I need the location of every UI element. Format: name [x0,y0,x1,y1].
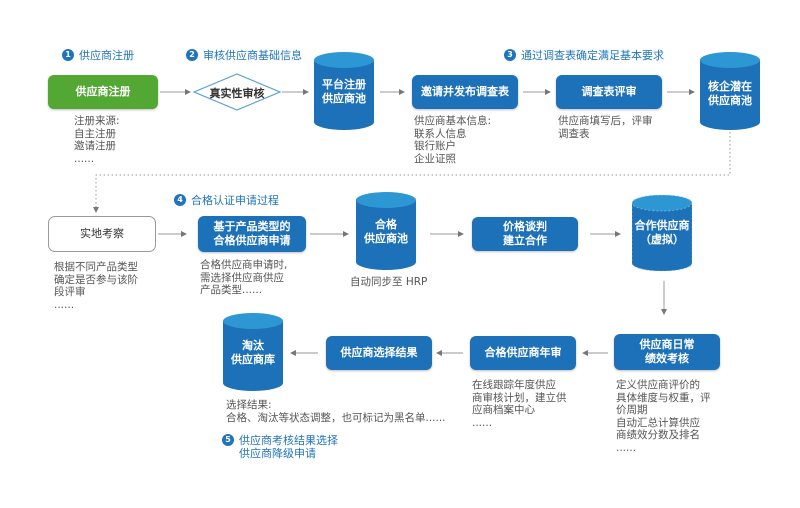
step-title: 供应商注册 [79,49,134,62]
step-title: 审核供应商基础信息 [203,49,302,62]
node-negotiation[interactable]: 价格谈判 建立合作 [472,217,578,251]
node-label: 合格供应商年审 [484,346,562,359]
node-label: 平台注册 供应商池 [322,78,366,105]
cylinder-shape [356,192,416,270]
note-invite-survey: 供应商基本信息: 联系人信息 银行账户 企业证照 [414,115,492,165]
step-4-label: 4 合格认证申请过程 [174,194,279,207]
step-5-label: 5 供应商考核结果选择 供应商降级申请 [222,434,338,460]
node-potential-pool[interactable]: 核企潜在 供应商池 [700,52,760,130]
step-1-label: 1 供应商注册 [62,49,134,62]
step-number-badge: 1 [62,49,74,61]
diamond-shape [192,73,282,111]
cylinder-shape [700,52,760,130]
step-title: 供应商考核结果选择 供应商降级申请 [239,434,338,460]
note-site-visit: 根据不同产品类型 确定是否参与该阶 段评审 ...... [54,261,138,311]
node-cooperative-supplier[interactable]: 合作供应商 （虚拟） [631,194,693,272]
node-qualified-pool[interactable]: 合格 供应商池 [356,192,416,270]
node-label: 邀请并发布调查表 [421,85,509,98]
node-selection-result[interactable]: 供应商选择结果 [326,336,432,370]
node-label: 淘汰 供应商库 [231,339,275,366]
node-label: 实地考察 [80,227,124,240]
node-authenticity-check[interactable]: 真实性审核 [192,72,282,112]
node-site-visit[interactable]: 实地考察 [48,216,156,252]
arrow-potential-site [93,128,731,213]
note-eliminated-pool: 选择结果: 合格、淘汰等状态调整，也可标记为黑名单...... [226,399,446,424]
step-title: 合格认证申请过程 [191,194,279,207]
node-label: 供应商注册 [75,85,131,98]
note-qualified-pool: 自动同步至 HRP [350,276,428,288]
step-number-badge: 5 [222,434,234,446]
node-daily-evaluation[interactable]: 供应商日常 绩效考核 [614,334,720,370]
cylinder-shape [314,52,374,130]
step-number-badge: 4 [174,194,186,206]
node-eliminated-pool[interactable]: 淘汰 供应商库 [223,313,283,391]
node-label: 基于产品类型的 合格供应商申请 [213,220,291,247]
note-qualified-apply: 合格供应商申请时, 需选择供应商供应 产品类型...... [200,259,288,296]
step-number-badge: 3 [504,49,516,61]
node-survey-review[interactable]: 调查表评审 [556,75,662,109]
node-label: 真实性审核 [209,87,265,100]
node-label: 供应商选择结果 [340,346,418,359]
node-label: 核企潜在 供应商池 [708,80,752,107]
note-annual-review: 在线跟踪年度供应 商审核计划，建立供 应商档案中心 ...... [472,379,567,429]
note-daily-evaluation: 定义供应商评价的 具体维度与权重，评 价周期 自动汇总计算供应 商绩效分数及排名… [616,379,711,454]
node-platform-pool[interactable]: 平台注册 供应商池 [314,52,374,130]
step-number-badge: 2 [186,49,198,61]
cylinder-shape [223,313,283,391]
node-label: 供应商日常 绩效考核 [639,338,695,365]
node-label: 调查表评审 [581,85,637,98]
node-invite-survey[interactable]: 邀请并发布调查表 [412,75,518,109]
node-supplier-register[interactable]: 供应商注册 [48,75,158,109]
note-survey-review: 供应商填写后，评审 调查表 [558,115,653,140]
node-label: 合作供应商 （虚拟） [634,219,690,246]
step-3-label: 3 通过调查表确定满足基本要求 [504,49,664,62]
node-label: 合格 供应商池 [364,218,408,245]
step-2-label: 2 审核供应商基础信息 [186,49,302,62]
note-register: 注册来源: 自主注册 邀请注册 ...... [74,115,120,165]
node-label: 价格谈判 建立合作 [503,220,547,247]
node-qualified-apply[interactable]: 基于产品类型的 合格供应商申请 [198,216,306,252]
node-annual-review[interactable]: 合格供应商年审 [470,336,576,370]
cylinder-shape-dashed [631,194,693,272]
step-title: 通过调查表确定满足基本要求 [521,49,664,62]
